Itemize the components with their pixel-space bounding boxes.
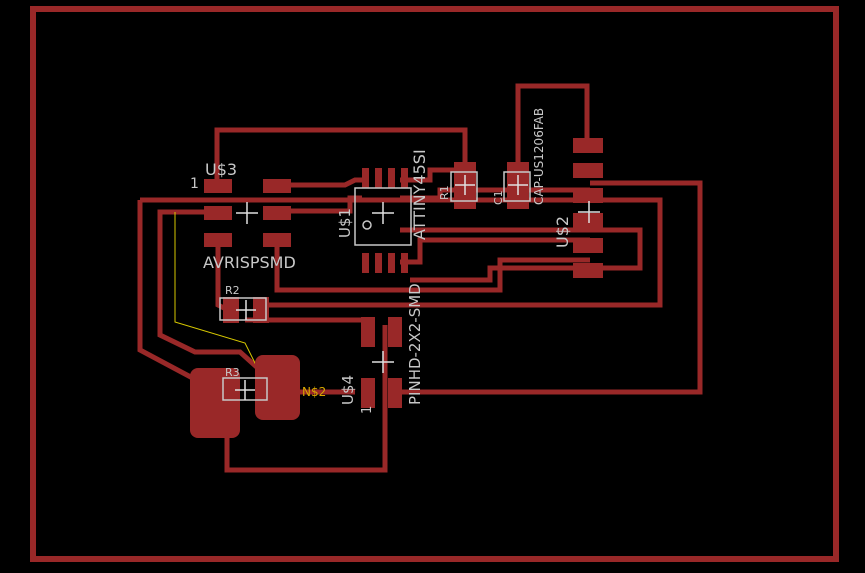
trace — [400, 227, 643, 283]
origin-cross — [372, 202, 394, 224]
trace — [224, 325, 388, 473]
trace — [400, 237, 590, 265]
pad — [401, 168, 408, 188]
u1-value-label: ATTINY45SI — [410, 149, 429, 240]
trace — [140, 197, 663, 308]
board-outline — [30, 6, 839, 562]
pad — [361, 378, 375, 408]
trace — [515, 83, 590, 170]
pad — [573, 238, 603, 253]
traces — [137, 83, 703, 473]
u1-body-outline — [354, 187, 412, 246]
r3-name-label: R3 — [225, 366, 240, 379]
n2-net-label: N$2 — [302, 385, 326, 399]
pad — [255, 355, 300, 420]
u3-pin1-label: 1 — [190, 176, 199, 192]
u3-name-label: U$3 — [205, 160, 237, 179]
origin-cross — [236, 202, 258, 224]
u3-value-label: AVRISPSMD — [203, 253, 296, 272]
r1-body-outline — [450, 171, 478, 202]
pad — [253, 297, 269, 323]
pad — [362, 253, 369, 273]
pad — [361, 317, 375, 347]
u1-pin1-marker — [362, 220, 372, 230]
pad — [573, 163, 603, 178]
u4-pin1-label: 1 — [360, 406, 375, 414]
pad — [204, 179, 232, 193]
u4-name-label: U$4 — [339, 375, 357, 405]
origin-cross — [455, 175, 475, 195]
pad — [362, 168, 369, 188]
r1-name-label: R1 — [438, 185, 451, 200]
u4-value-label: PINHD-2X2-SMD — [406, 283, 424, 405]
pad — [375, 168, 382, 188]
pad — [375, 253, 382, 273]
pads — [190, 138, 603, 438]
trace — [274, 241, 590, 293]
trace — [157, 209, 262, 372]
u2-name-label: U$2 — [553, 216, 572, 248]
origin-cross — [235, 380, 255, 400]
c1-value-label: CAP-US1206FAB — [532, 108, 546, 205]
pad — [263, 233, 291, 247]
pad — [263, 206, 291, 220]
r2-name-label: R2 — [225, 284, 240, 297]
trace — [214, 127, 468, 186]
origin-cross — [508, 175, 528, 195]
pad — [190, 368, 240, 438]
pad — [573, 188, 603, 203]
c1-name-label: C1 — [492, 190, 505, 205]
pad — [388, 168, 395, 188]
pad — [573, 213, 603, 228]
pad — [204, 206, 232, 220]
pad — [388, 253, 395, 273]
origin-markers — [235, 175, 600, 400]
trace — [137, 200, 202, 385]
pad — [573, 263, 603, 278]
pad — [223, 297, 239, 323]
pad — [573, 138, 603, 153]
pad — [388, 317, 402, 347]
origin-cross — [578, 201, 600, 223]
c1-body-outline — [503, 171, 531, 202]
pad — [204, 233, 232, 247]
r2-body-outline — [219, 297, 267, 321]
trace — [277, 177, 362, 188]
origin-cross — [372, 351, 394, 373]
pad — [263, 179, 291, 193]
pad — [401, 253, 408, 273]
pad — [388, 378, 402, 408]
u1-name-label: U$1 — [336, 208, 354, 238]
origin-cross — [236, 300, 256, 320]
trace — [395, 180, 703, 395]
silkscreen — [219, 171, 531, 401]
trace — [400, 167, 465, 183]
